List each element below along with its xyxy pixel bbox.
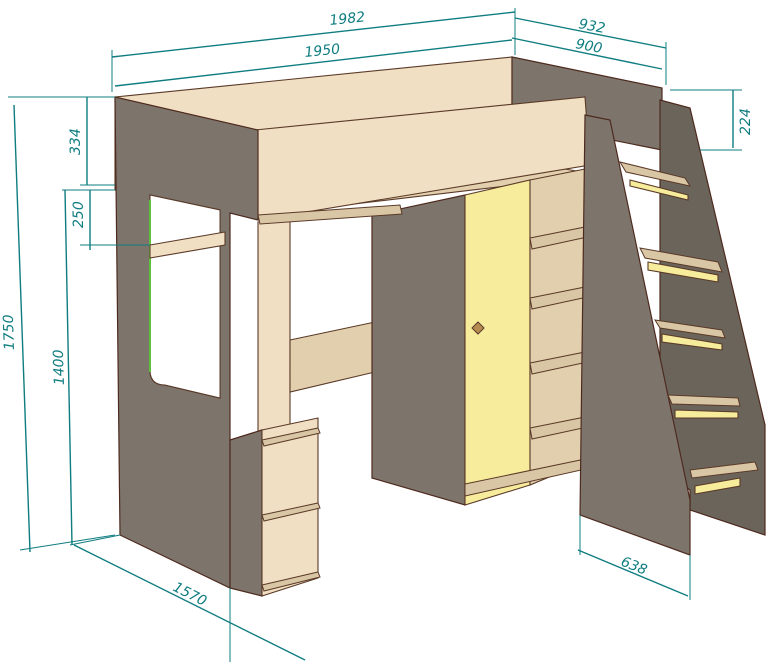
label-total-height: 1750	[1, 314, 18, 350]
stair-step-1	[618, 161, 692, 187]
stair-step-5	[689, 461, 759, 479]
dim-line-inner-length	[114, 39, 513, 87]
label-ladder-base: 638	[619, 554, 650, 579]
dimension-lines	[8, 8, 742, 662]
label-gap-height: 250	[71, 201, 87, 228]
window-opening	[149, 194, 221, 399]
stair-riser-5	[694, 477, 741, 495]
stair-riser-1	[629, 179, 689, 201]
shelf-unit-shelf-1	[261, 427, 321, 447]
stair-riser-2	[647, 261, 719, 283]
stair-riser-4	[674, 409, 739, 419]
label-bed-height: 1400	[51, 349, 68, 385]
label-overall-length: 1982	[329, 9, 366, 29]
label-bottom-length: 1570	[170, 579, 209, 609]
label-overall-depth: 932	[577, 16, 606, 37]
loft-bed	[114, 56, 766, 597]
wardrobe-door	[464, 179, 531, 506]
stair-front-stringer	[579, 114, 691, 556]
stair-riser-3	[661, 333, 723, 351]
rear-upright	[257, 217, 291, 441]
window-shelf	[149, 231, 226, 259]
dim-line-overall-length	[111, 11, 516, 58]
shelf-unit-shelf-2	[261, 502, 321, 522]
dim-line-overall-depth	[514, 17, 667, 49]
dimension-labels: 1982 1950 932 900 334 250 1750 1400 224 …	[1, 9, 754, 609]
label-inner-length: 1950	[304, 41, 341, 61]
wardrobe-left-side	[371, 194, 466, 506]
label-inner-depth: 900	[574, 36, 603, 57]
dim-line-bed-height	[64, 189, 73, 546]
shelf-unit-shelf-3	[261, 571, 321, 592]
dim-line-ladder-base	[577, 549, 689, 597]
door-knob	[471, 321, 485, 335]
dim-line-total-height	[13, 104, 31, 553]
label-ladder-top: 224	[738, 108, 754, 135]
bed-top-board	[257, 204, 403, 225]
dim-line-bottom-length	[73, 544, 306, 661]
middle-rail	[289, 321, 376, 393]
stair-step-2	[639, 247, 723, 273]
label-guard-height: 334	[68, 128, 84, 155]
dim-line-inner-depth	[511, 37, 663, 70]
shelf-unit-side	[229, 429, 263, 597]
stair-step-3	[654, 319, 726, 339]
stair-step-4	[667, 394, 741, 407]
